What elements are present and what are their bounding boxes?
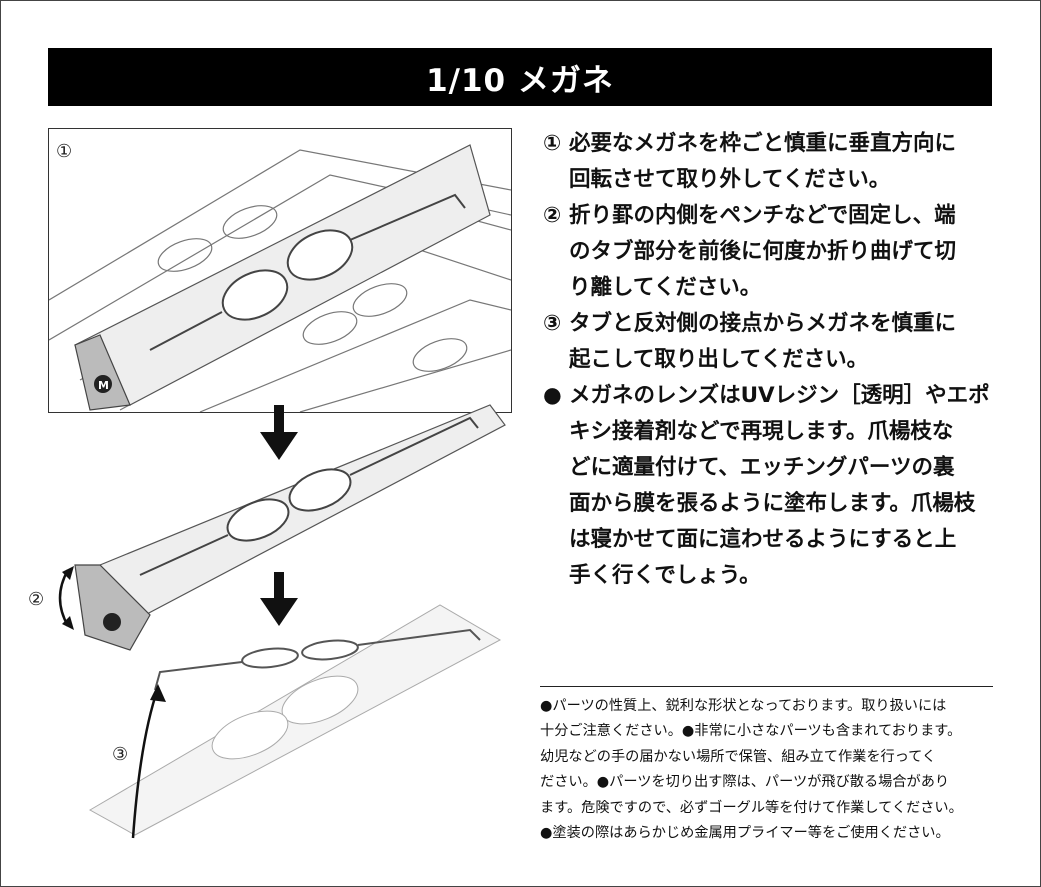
- step3-illustration: [88, 604, 502, 839]
- note-line: ださい。●パーツを切り出す際は、パーツが飛び散る場合があり: [540, 774, 950, 791]
- step3-label: ③: [112, 744, 129, 765]
- instruction-line: 手く行くでしょう。: [569, 563, 761, 588]
- bullet-marker: ●: [543, 383, 562, 408]
- instruction-line: 回転させて取り外してください。: [569, 167, 891, 192]
- down-arrow-icon: [260, 572, 298, 626]
- instruction-line: 面から膜を張るように塗布します。爪楊枝: [569, 491, 976, 516]
- instruction-line: は寝かせて面に這わせるようにすると上: [569, 527, 957, 552]
- instruction-lens-tip: ● メガネのレンズはUVレジン［透明］やエポ キシ接着剤などで再現します。爪楊枝…: [543, 378, 990, 594]
- instruction-line: り離してください。: [569, 275, 762, 300]
- step2-illustration: [58, 404, 506, 651]
- step-marker: ①: [543, 131, 562, 156]
- note-line: ●塗装の際はあらかじめ金属用プライマー等をご使用ください。: [540, 825, 950, 842]
- notes-divider: [540, 686, 993, 687]
- note-line: 十分ご注意ください。●非常に小さなパーツも含まれております。: [540, 723, 962, 740]
- instruction-line: どに適量付けて、エッチングパーツの裏: [569, 455, 955, 480]
- instruction-line: キシ接着剤などで再現します。爪楊枝な: [569, 419, 954, 444]
- page-title: 1/10 メガネ: [48, 48, 992, 106]
- instruction-step-1: ① 必要なメガネを枠ごと慎重に垂直方向に 回転させて取り外してください。: [543, 126, 983, 198]
- instruction-step-2: ② 折り罫の内側をペンチなどで固定し、端 のタブ部分を前後に何度か折り曲げて切 …: [543, 198, 983, 306]
- instruction-line: メガネのレンズはUVレジン［透明］やエポ: [569, 383, 990, 408]
- instruction-line: 折り罫の内側をペンチなどで固定し、端: [569, 203, 956, 228]
- logo-m: M: [98, 379, 109, 392]
- note-line: 幼児などの手の届かない場所で保管、組み立て作業を行ってく: [540, 748, 937, 765]
- note-line: ●パーツの性質上、鋭利な形状となっております。取り扱いには: [540, 698, 947, 714]
- step1-illustration: M: [48, 128, 512, 413]
- instruction-line: タブと反対側の接点からメガネを慎重に: [569, 311, 957, 336]
- down-arrow-icon: [260, 405, 298, 460]
- step2-label: ②: [28, 589, 45, 610]
- step-marker: ③: [543, 311, 562, 336]
- instruction-line: のタブ部分を前後に何度か折り曲げて切: [569, 239, 957, 264]
- title-text: 1/10 メガネ: [426, 62, 614, 99]
- step-marker: ②: [543, 203, 562, 228]
- instruction-step-3: ③ タブと反対側の接点からメガネを慎重に 起こして取り出してください。: [543, 306, 983, 378]
- instructions: ① 必要なメガネを枠ごと慎重に垂直方向に 回転させて取り外してください。 ② 折…: [543, 126, 990, 594]
- instruction-line: 必要なメガネを枠ごと慎重に垂直方向に: [569, 131, 957, 156]
- safety-notes: ●パーツの性質上、鋭利な形状となっております。取り扱いには 十分ご注意ください。…: [540, 694, 1000, 846]
- instruction-line: 起こして取り出してください。: [569, 347, 869, 372]
- step1-label: ①: [56, 141, 73, 162]
- note-line: ます。危険ですので、必ずゴーグル等を付けて作業してください。: [540, 799, 963, 816]
